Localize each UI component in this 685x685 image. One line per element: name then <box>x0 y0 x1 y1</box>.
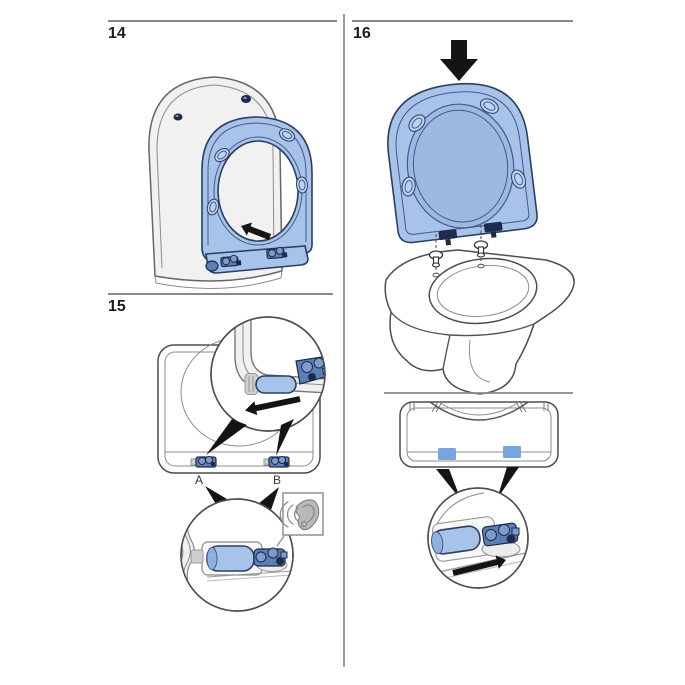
ear-pointer-line <box>276 535 285 547</box>
callout-wedge <box>497 467 519 499</box>
hinge-mechanism <box>253 547 288 572</box>
seat-edge-profile <box>181 499 195 598</box>
arrow-up-left-icon <box>241 222 271 240</box>
seat-rear-top-view <box>399 401 559 468</box>
step-14-rule <box>108 20 337 22</box>
damper-cylinder <box>255 375 297 394</box>
step-16-number: 16 <box>353 25 371 42</box>
detail-circle-slide-damper <box>210 316 326 432</box>
step-14-number: 14 <box>108 25 126 42</box>
toilet-bowl <box>384 249 575 395</box>
damper-slot <box>438 448 456 460</box>
seat-bumpers <box>401 98 527 197</box>
step-15-illustration: A B <box>157 316 326 612</box>
hinge-mechanism <box>295 355 325 385</box>
detail-circle-insert-damper <box>427 487 529 589</box>
hinge-b <box>263 456 290 468</box>
bolt <box>428 250 444 268</box>
bolt <box>473 240 489 258</box>
callout-wedge <box>258 487 279 510</box>
seat-ring <box>201 116 313 274</box>
callout-wedge <box>436 469 461 500</box>
callout-wedge <box>276 419 294 456</box>
toilet-seat-assembled <box>387 82 538 246</box>
seat-bumpers <box>206 128 309 216</box>
seat-corner-profile <box>234 317 325 394</box>
step-14-illustration <box>148 76 313 289</box>
hinge-label-a: A <box>195 473 203 487</box>
ear-icon <box>279 492 324 536</box>
step-16-illustration <box>384 40 575 589</box>
damper-slot <box>503 446 521 458</box>
step-16-rule <box>352 20 573 22</box>
arrow-right-icon <box>452 555 506 576</box>
seat-hinges <box>438 221 503 246</box>
lid-hinge-holes <box>173 95 251 121</box>
column-divider <box>343 14 345 667</box>
arrow-down-icon <box>440 40 478 81</box>
step-15-number: 15 <box>108 298 126 315</box>
detail-circle-click-in <box>180 498 294 612</box>
step-15-rule <box>108 293 333 295</box>
seat-damper-right <box>266 246 288 260</box>
callout-wedge <box>206 419 247 455</box>
hinge-mechanism <box>481 522 521 558</box>
seat-damper-left <box>220 254 242 268</box>
fixing-bolts <box>428 225 489 278</box>
hinge-label-b: B <box>273 473 281 487</box>
damper-cylinder <box>431 525 481 555</box>
hinge-a <box>190 456 217 468</box>
arrow-down-left-icon <box>245 396 301 416</box>
